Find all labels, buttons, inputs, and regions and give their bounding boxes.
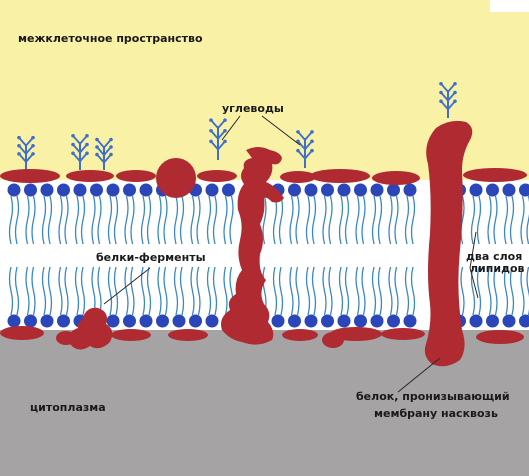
lipid-head	[404, 184, 417, 197]
lipid-head	[321, 315, 334, 328]
lipid-head	[140, 315, 153, 328]
globular-protein	[156, 158, 196, 198]
lipid-head	[57, 184, 70, 197]
lipid-head	[470, 184, 483, 197]
lipid-head	[288, 184, 301, 197]
lipid-head	[321, 184, 334, 197]
peripheral-protein	[66, 170, 114, 182]
peripheral-protein	[0, 169, 60, 183]
enzyme-protein-fragment	[56, 331, 76, 345]
lipid-head	[24, 315, 37, 328]
peripheral-protein	[463, 168, 527, 182]
lipid-head	[123, 184, 136, 197]
lipid-head	[387, 184, 400, 197]
lipid-head	[503, 184, 516, 197]
lipid-head	[74, 184, 87, 197]
lipid-head	[503, 315, 516, 328]
label-cytoplasm: цитоплазма	[30, 401, 106, 414]
lipid-head	[338, 184, 351, 197]
lipid-head	[107, 315, 120, 328]
lipid-head	[222, 184, 235, 197]
lipid-head	[470, 315, 483, 328]
peripheral-protein	[282, 329, 318, 341]
lipid-head	[371, 184, 384, 197]
lipid-head	[57, 315, 70, 328]
peripheral-protein	[372, 171, 420, 185]
peripheral-protein	[476, 330, 524, 344]
lipid-head	[272, 315, 285, 328]
peripheral-protein	[381, 328, 425, 340]
lipid-head	[354, 184, 367, 197]
label-lipid-bilayer-2: липидов	[470, 262, 525, 275]
lipid-head	[8, 315, 21, 328]
label-carbohydrates: углеводы	[222, 102, 284, 115]
lipid-head	[206, 184, 219, 197]
lipid-head	[486, 315, 499, 328]
lipid-head	[305, 184, 318, 197]
lipid-head	[140, 184, 153, 197]
lipid-head	[305, 315, 318, 328]
lipid-head	[24, 184, 37, 197]
lipid-head	[404, 315, 417, 328]
label-transmembrane-1: белок, пронизывающий	[356, 390, 510, 403]
lipid-head	[156, 315, 169, 328]
lipid-head	[107, 184, 120, 197]
lipid-head	[387, 315, 400, 328]
lipid-head	[189, 315, 202, 328]
peripheral-protein	[168, 329, 208, 341]
label-extracellular: межклеточное пространство	[18, 32, 203, 45]
peripheral-protein	[322, 332, 344, 348]
peripheral-protein	[310, 169, 370, 183]
peripheral-protein	[0, 326, 44, 340]
lipid-head	[8, 184, 21, 197]
lipid-head	[90, 184, 103, 197]
corner-highlight	[490, 0, 529, 12]
lipid-head	[173, 315, 186, 328]
lipid-head	[41, 184, 54, 197]
lipid-head	[354, 315, 367, 328]
label-transmembrane-2: мембрану насквозь	[374, 407, 498, 420]
lipid-head	[206, 315, 219, 328]
lipid-head	[371, 315, 384, 328]
lipid-head	[41, 315, 54, 328]
peripheral-protein	[197, 170, 237, 182]
label-enzyme-proteins: белки-ферменты	[96, 251, 206, 264]
lipid-head	[338, 315, 351, 328]
peripheral-protein	[111, 329, 151, 341]
lipid-head	[486, 184, 499, 197]
lipid-head	[288, 315, 301, 328]
lipid-head	[123, 315, 136, 328]
peripheral-protein	[116, 170, 156, 182]
